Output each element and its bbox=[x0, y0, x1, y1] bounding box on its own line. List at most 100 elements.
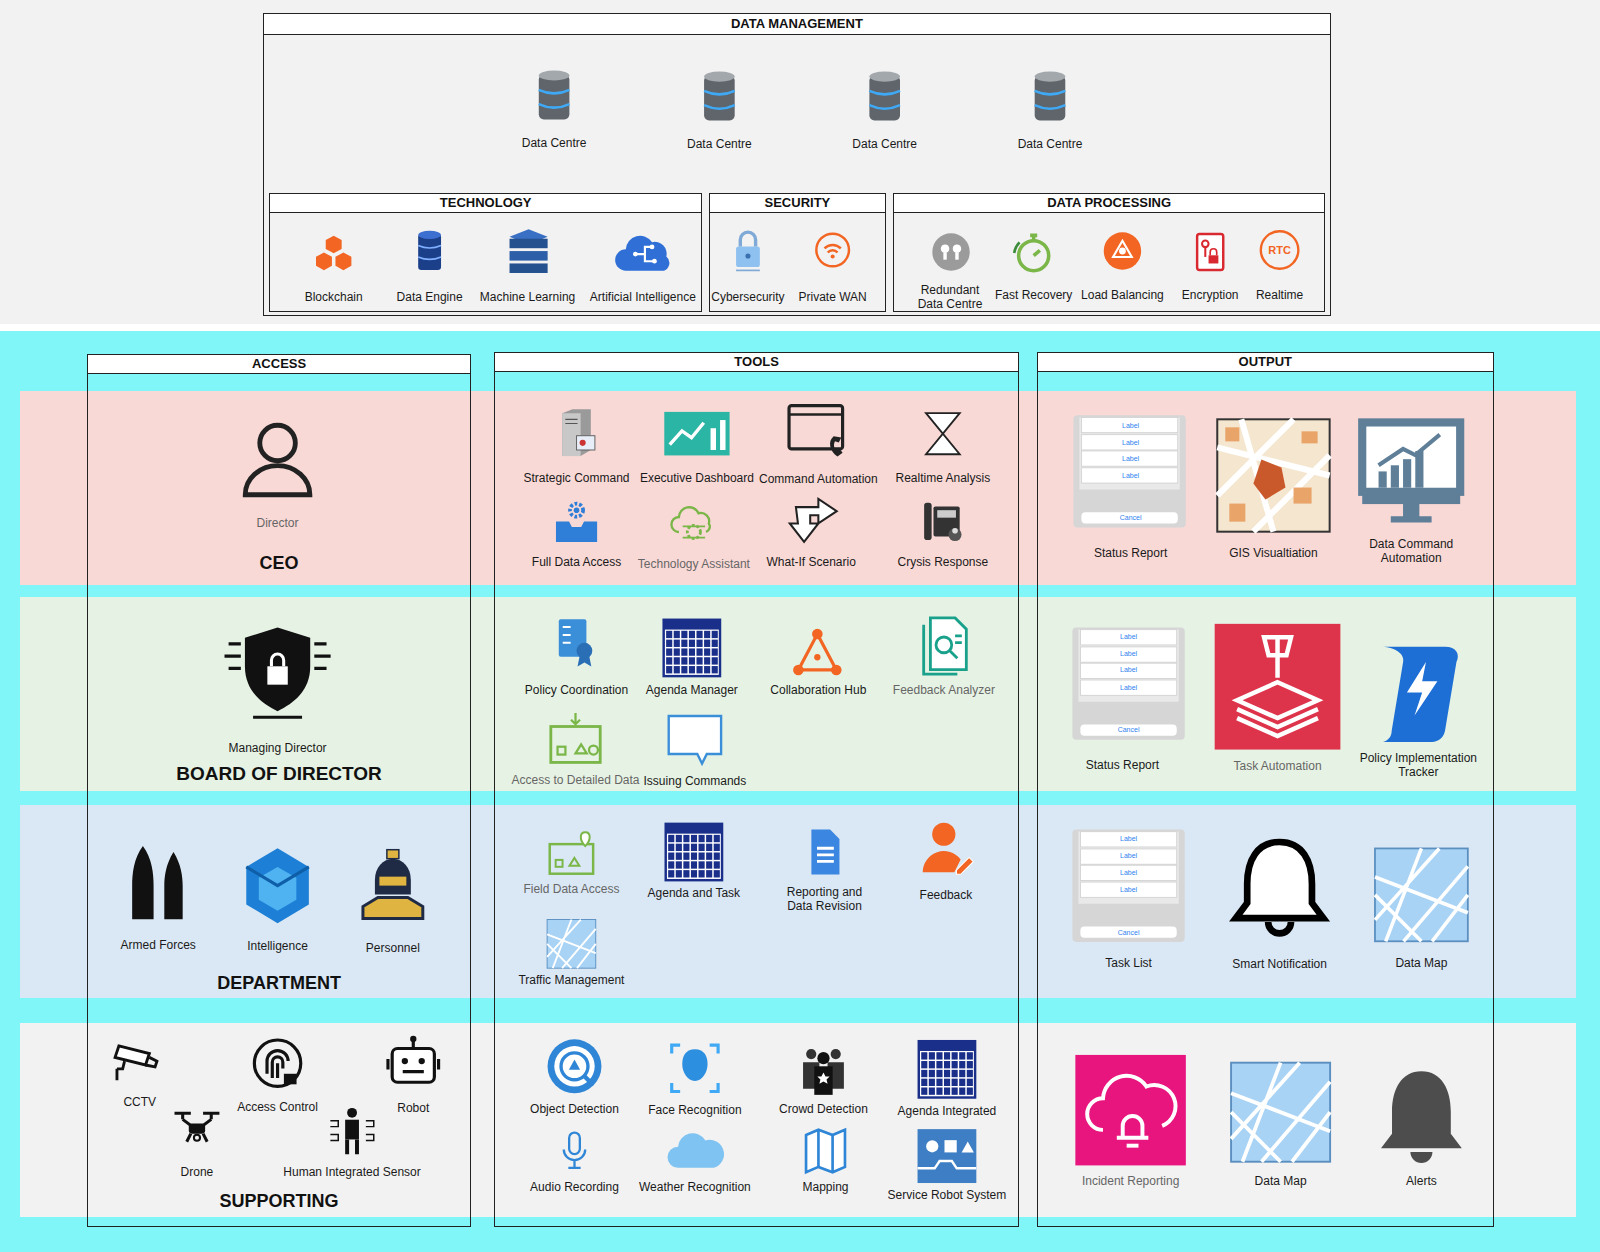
enc-icon bbox=[1197, 234, 1223, 270]
icon-label: Alerts bbox=[1386, 1174, 1457, 1188]
icon-part bbox=[1379, 471, 1387, 487]
icon-part bbox=[664, 823, 723, 882]
icon-label: Crysis Response bbox=[890, 555, 996, 569]
icon-part bbox=[944, 1087, 950, 1094]
cal-icon bbox=[918, 1040, 977, 1099]
icon-part bbox=[929, 1061, 935, 1068]
icon-part bbox=[817, 1072, 829, 1083]
db-icon bbox=[869, 71, 900, 120]
icon-label: Mapping bbox=[790, 1180, 861, 1194]
icon-part bbox=[932, 823, 955, 846]
icon-label: Task List bbox=[1083, 956, 1175, 970]
icon-part bbox=[335, 252, 351, 270]
lock-icon bbox=[736, 232, 760, 270]
icon-label: Intelligence bbox=[232, 939, 324, 953]
cal-icon bbox=[662, 619, 721, 678]
icon-part bbox=[920, 1051, 974, 1096]
icon-part bbox=[1127, 1144, 1139, 1148]
icon-label: Feedback bbox=[905, 888, 987, 902]
icon-part bbox=[967, 1079, 973, 1086]
icon-part bbox=[712, 640, 718, 647]
icon-part bbox=[689, 631, 695, 638]
icon-part bbox=[1237, 637, 1318, 736]
icon-part bbox=[706, 861, 712, 868]
mock-icon bbox=[1072, 829, 1184, 941]
mock-icon bbox=[1072, 627, 1184, 739]
icon-part bbox=[929, 1079, 935, 1086]
icon-part bbox=[363, 898, 423, 919]
icon-part bbox=[704, 657, 710, 664]
icon-label: Access to Detailed Data bbox=[506, 773, 645, 787]
icon-part bbox=[387, 850, 399, 859]
icon-part bbox=[1362, 492, 1460, 504]
icon-part bbox=[959, 1052, 965, 1059]
icon-part bbox=[379, 877, 406, 886]
icon-part bbox=[1231, 1063, 1330, 1162]
icon-part bbox=[539, 70, 570, 80]
icon-part bbox=[1225, 427, 1317, 521]
map-icon bbox=[1375, 848, 1468, 941]
icon-label: Drone bbox=[168, 1165, 225, 1179]
icon-part bbox=[316, 236, 351, 270]
icon-label: Executive Dashboard bbox=[638, 471, 756, 485]
icon-part bbox=[539, 90, 570, 108]
icon-part bbox=[793, 665, 804, 676]
icon-part bbox=[941, 244, 950, 253]
icon-part bbox=[936, 1087, 942, 1094]
icon-part bbox=[699, 870, 705, 877]
icon-part bbox=[818, 1130, 832, 1172]
icon-part bbox=[547, 920, 596, 969]
icon-part bbox=[1202, 241, 1209, 248]
dash-icon bbox=[664, 412, 729, 456]
map-icon bbox=[1231, 1063, 1330, 1162]
icon-label: Redundant Data Centre bbox=[912, 283, 988, 311]
icon-label: Task Automation bbox=[1220, 759, 1334, 773]
icon-part bbox=[696, 640, 702, 647]
icon-part bbox=[955, 253, 958, 260]
db-icon bbox=[704, 71, 735, 120]
mockup-text: Label bbox=[1108, 666, 1149, 674]
icon-part bbox=[615, 236, 669, 271]
icon-label: Collaboration Hub bbox=[761, 683, 875, 697]
icon-label: Technology Assistant bbox=[632, 557, 756, 571]
icon-part bbox=[817, 1052, 829, 1064]
icon-part bbox=[745, 253, 750, 258]
icon-part bbox=[1253, 459, 1285, 499]
icon-part bbox=[704, 648, 710, 655]
icon-part bbox=[949, 636, 961, 658]
icon-part bbox=[952, 1070, 958, 1077]
icon-part bbox=[926, 1140, 938, 1152]
doc-icon bbox=[811, 830, 839, 875]
icon-part bbox=[676, 844, 682, 851]
icon-part bbox=[1375, 848, 1468, 941]
mockup-text: Label bbox=[1108, 886, 1149, 894]
icon-part bbox=[814, 1066, 832, 1095]
icon-part bbox=[706, 844, 712, 851]
icon-part bbox=[936, 1070, 942, 1077]
icon-part bbox=[936, 637, 952, 653]
icon-part bbox=[918, 1040, 977, 1099]
icon-part bbox=[936, 1079, 942, 1086]
icon-part bbox=[1119, 248, 1126, 255]
icon-part bbox=[1079, 417, 1179, 489]
icon-label: Object Detection bbox=[519, 1102, 629, 1116]
icon-label: Smart Notification bbox=[1222, 957, 1336, 971]
crowd-icon bbox=[803, 1049, 844, 1095]
icon-part bbox=[580, 440, 586, 446]
wan-icon bbox=[816, 234, 849, 267]
icon-part bbox=[831, 254, 835, 258]
icon-part bbox=[933, 506, 959, 536]
icon-part bbox=[189, 1123, 205, 1133]
icon-label: Traffic Management bbox=[511, 973, 631, 987]
band-title: BOARD OF DIRECTOR bbox=[87, 762, 472, 785]
icon-part bbox=[699, 861, 705, 868]
icon-part bbox=[683, 844, 689, 851]
icon-part bbox=[683, 870, 689, 877]
icon-part bbox=[689, 648, 695, 655]
icon-label: Full Data Access bbox=[521, 555, 631, 569]
icon-label: Machine Learning bbox=[477, 290, 579, 304]
icon-part bbox=[577, 643, 593, 659]
icon-part bbox=[689, 640, 695, 647]
